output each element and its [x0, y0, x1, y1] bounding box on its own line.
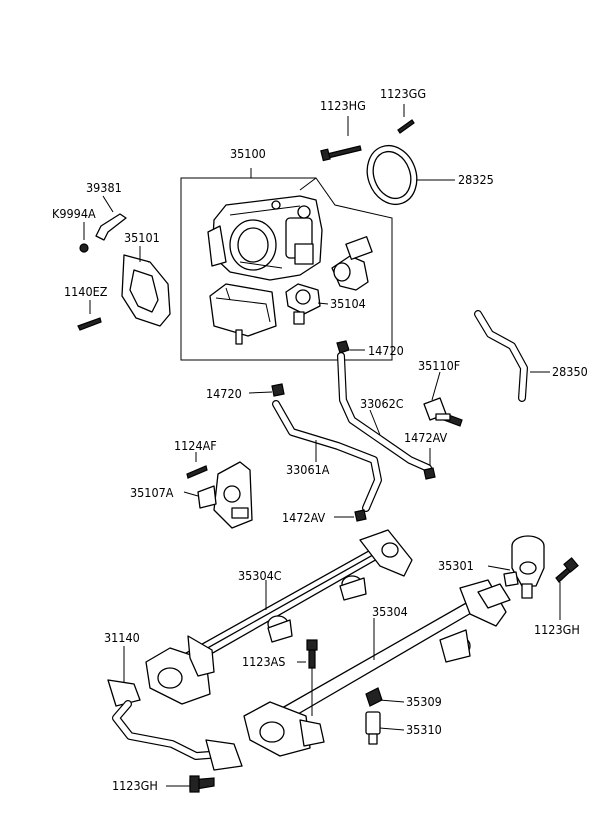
label-33061a: 33061A	[286, 462, 330, 477]
clamp-1472av-right	[423, 448, 436, 480]
hose-33061a	[272, 400, 382, 512]
label-35107a: 35107A	[130, 485, 174, 500]
label-1472av-right: 1472AV	[404, 430, 448, 445]
gasket-ring-28325	[366, 144, 455, 206]
nut-k9994a	[79, 222, 89, 253]
throttle-body-assembly-group	[180, 168, 393, 361]
label-31140: 31140	[104, 630, 140, 645]
bolt-1123as	[297, 639, 318, 716]
label-35304c: 35304C	[238, 568, 282, 583]
clamp-14720-left	[248, 383, 285, 397]
pressure-regulator-35301	[487, 535, 545, 599]
label-1123gh-right: 1123GH	[534, 622, 580, 637]
throttle-lower-bracket	[209, 283, 277, 345]
label-1124af: 1124AF	[174, 438, 217, 453]
label-35100: 35100	[230, 146, 266, 161]
valve-35110f	[423, 371, 463, 427]
crossover-pipe-31140	[107, 646, 243, 771]
label-14720-left: 14720	[206, 386, 242, 401]
label-35101: 35101	[124, 230, 160, 245]
clamp-14720-upper	[336, 340, 365, 354]
throttle-sensor	[331, 236, 373, 291]
bolt-1124af	[186, 452, 208, 479]
bolt-1123gh-right	[555, 557, 579, 620]
bolt-1140ez	[77, 300, 102, 331]
label-1123hg: 1123HG	[320, 98, 366, 113]
label-35110f: 35110F	[418, 358, 460, 373]
fuel-rail-35304c	[145, 529, 413, 705]
label-35310: 35310	[406, 722, 442, 737]
sensor-35107a	[183, 461, 253, 529]
idle-speed-actuator	[285, 283, 329, 325]
gasket-35101	[121, 246, 171, 327]
label-1123gh-bottom: 1123GH	[112, 778, 158, 793]
label-28350: 28350	[552, 364, 588, 379]
label-k9994a: K9994A	[52, 206, 96, 221]
label-33062c: 33062C	[360, 396, 404, 411]
label-1472av-bottom: 1472AV	[282, 510, 326, 525]
label-1123gg: 1123GG	[380, 86, 426, 101]
label-14720-upper: 14720	[368, 343, 404, 358]
fuel-rail-35304	[243, 579, 511, 757]
bolt-1123hg	[320, 116, 362, 162]
label-35304: 35304	[372, 604, 408, 619]
hose-33062c	[337, 352, 432, 472]
label-35104: 35104	[330, 296, 366, 311]
bracket-39381	[95, 195, 127, 241]
label-1123as: 1123AS	[242, 654, 285, 669]
clip-35309	[365, 687, 405, 707]
label-35309: 35309	[406, 694, 442, 709]
part-labels: 1123HG 1123GG 35100 28325 39381 K9994A 3…	[52, 86, 588, 793]
label-1140ez: 1140EZ	[64, 284, 108, 299]
clamp-1472av-bottom	[334, 509, 367, 522]
bolt-1123gh-bottom	[166, 775, 215, 793]
injector-35310	[365, 711, 405, 745]
throttle-body	[207, 195, 323, 281]
label-39381: 39381	[86, 180, 122, 195]
bolt-1123gg	[397, 104, 415, 134]
label-28325: 28325	[458, 172, 494, 187]
label-35301: 35301	[438, 558, 474, 573]
hose-28350	[474, 310, 550, 402]
